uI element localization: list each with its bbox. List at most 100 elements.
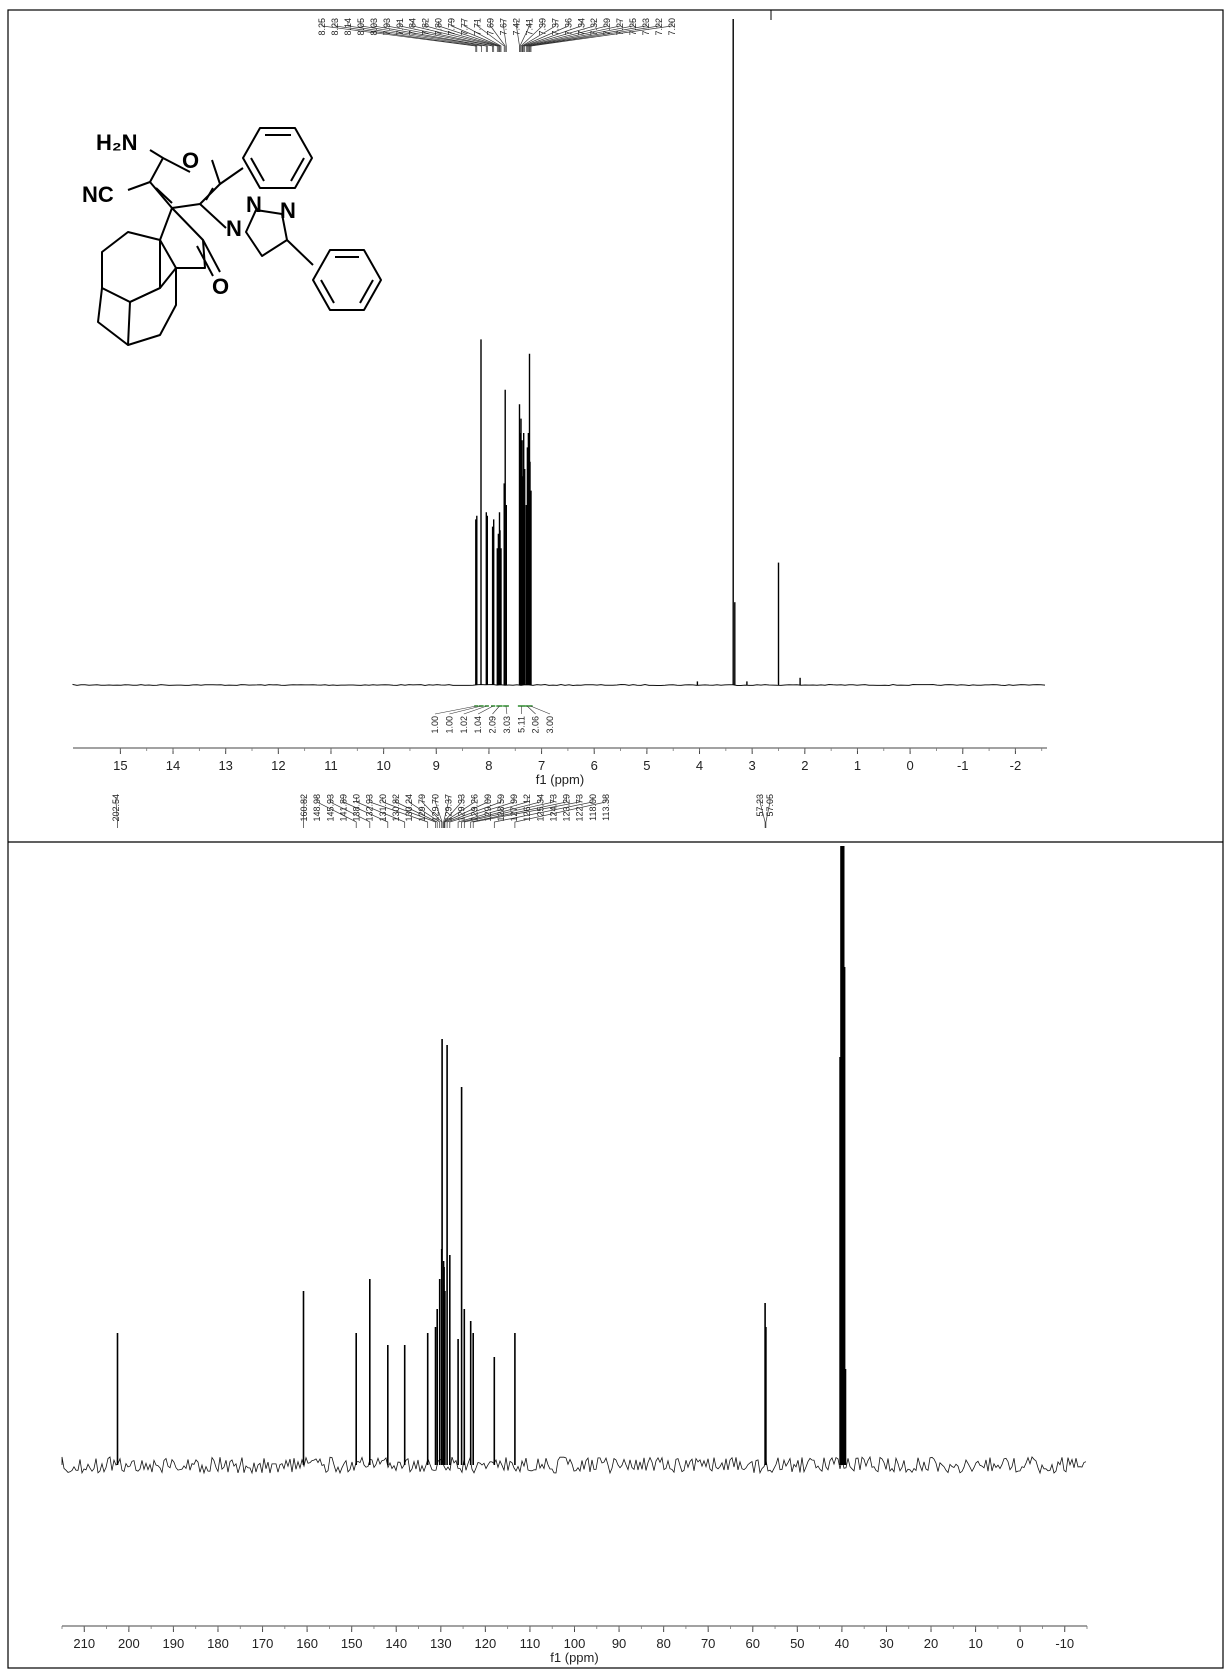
peak-label-26: 57.05 — [765, 794, 775, 817]
peak-label-11: 7.77 — [460, 18, 470, 36]
peak-label-18: 7.37 — [550, 18, 560, 36]
peak-label-leader-24 — [514, 797, 607, 828]
x-tick-label-13: 80 — [656, 1636, 670, 1651]
peak-label-leader-10 — [421, 797, 443, 828]
spectrum-baseline — [72, 683, 1046, 687]
phenyl-bottom-db2 — [359, 279, 374, 304]
peak-label-2: 8.14 — [343, 18, 353, 36]
x-tick-label-2: 190 — [163, 1636, 185, 1651]
pyran-double-bond-2 — [205, 187, 214, 201]
peak-label-5: 138.10 — [352, 794, 362, 822]
integral-label-2: 1.02 — [459, 716, 469, 734]
integral-label-6: 5.11 — [516, 716, 526, 733]
peak-label-leader-16 — [446, 797, 502, 828]
x-tick-label-22: -10 — [1055, 1636, 1074, 1651]
x-axis-title: f1 (ppm) — [550, 1650, 598, 1665]
phenyl-top-db3 — [250, 157, 265, 182]
peak-label-25: 57.23 — [755, 794, 765, 817]
x-tick-label-14: 1 — [854, 758, 861, 773]
peak-label-leader-14 — [503, 21, 507, 52]
phenyl-ring-bottom — [312, 249, 382, 311]
peak-label-12: 129.37 — [443, 794, 453, 822]
x-tick-label-17: -2 — [1010, 758, 1022, 773]
peak-label-3: 145.93 — [325, 794, 335, 822]
atom-label-triazole-n1: N — [226, 216, 242, 241]
integral-leader-5 — [505, 705, 508, 715]
peak-label-21: 7.32 — [589, 18, 599, 36]
peak-label-leader-4 — [343, 797, 389, 828]
peak-label-leader-2 — [347, 21, 482, 52]
x-tick-label-15: 60 — [746, 1636, 760, 1651]
molecule-atom-labels: H₂N O NC N N N O — [82, 130, 296, 299]
peak-label-leader-12 — [477, 21, 505, 52]
peak-label-2: 148.98 — [312, 794, 322, 822]
amino-bond — [149, 149, 164, 159]
peak-label-25: 7.23 — [641, 18, 651, 36]
peak-label-leader-10 — [451, 21, 501, 52]
peak-label-leader-23 — [493, 797, 594, 828]
peak-label-leader-5 — [386, 21, 493, 52]
peak-label-20: 7.34 — [576, 18, 586, 36]
triazole-link — [199, 203, 227, 229]
x-tick-label-6: 150 — [341, 1636, 363, 1651]
x-tick-label-5: 10 — [376, 758, 390, 773]
x-tick-label-6: 9 — [433, 758, 440, 773]
peak-label-leader-15 — [444, 797, 489, 828]
peak-label-6: 7.91 — [395, 18, 405, 36]
peak-label-leader-18 — [457, 797, 528, 828]
peak-label-1: 8.23 — [330, 18, 340, 36]
phenyl-top-db2 — [290, 157, 305, 182]
integral-label-0: 1.00 — [430, 716, 440, 734]
peak-label-leader-8 — [395, 797, 438, 828]
integral-leader-1 — [449, 705, 482, 715]
integral-leader-2 — [463, 705, 487, 715]
peak-label-9: 130.24 — [404, 794, 414, 822]
peak-label-leader-3 — [329, 797, 371, 828]
x-tick-label-7: 8 — [485, 758, 492, 773]
integral-leader-0 — [434, 705, 477, 715]
carbonyl-bond-2 — [196, 245, 214, 277]
integral-leader-6 — [521, 705, 523, 715]
x-tick-label-8: 7 — [538, 758, 545, 773]
peak-label-leader-22 — [472, 797, 581, 828]
peak-label-leader-20 — [523, 21, 582, 52]
x-tick-label-0: 210 — [73, 1636, 95, 1651]
peak-label-7: 131.20 — [378, 794, 388, 822]
peak-label-leader-6 — [399, 21, 495, 52]
peak-label-leader-11 — [434, 797, 443, 828]
peak-label-leader-18 — [521, 21, 556, 52]
peak-label-27: 7.20 — [667, 18, 677, 36]
peak-label-3: 8.05 — [356, 18, 366, 36]
integral-label-5: 3.03 — [502, 716, 512, 734]
peak-label-leader-7 — [412, 21, 498, 52]
x-tick-label-1: 200 — [118, 1636, 140, 1651]
peak-label-leader-0 — [115, 797, 118, 828]
x-tick-label-5: 160 — [296, 1636, 318, 1651]
peak-label-leader-19 — [461, 797, 541, 828]
peak-label-leader-25 — [529, 21, 647, 52]
integral-leader-4 — [492, 705, 500, 715]
x-tick-label-0: 15 — [113, 758, 127, 773]
peak-label-leader-14 — [443, 797, 476, 828]
x-tick-label-20: 10 — [968, 1636, 982, 1651]
x-tick-label-4: 170 — [252, 1636, 274, 1651]
integral-label-4: 2.09 — [488, 716, 498, 734]
x-tick-label-9: 6 — [591, 758, 598, 773]
x-tick-label-12: 90 — [612, 1636, 626, 1651]
x-tick-label-1: 14 — [166, 758, 180, 773]
peak-label-0: 8.25 — [317, 18, 327, 36]
peak-label-0: 202.54 — [111, 794, 121, 822]
peak-label-6: 132.93 — [365, 794, 375, 822]
peak-label-leader-2 — [316, 797, 357, 828]
peak-label-leader-11 — [464, 21, 502, 52]
peak-label-leader-7 — [382, 797, 436, 828]
atom-label-pyran-oxygen: O — [182, 148, 199, 173]
peak-label-leader-23 — [527, 21, 621, 52]
peak-label-leader-9 — [438, 21, 500, 52]
peak-label-leader-25 — [759, 797, 766, 828]
x-tick-label-4: 11 — [324, 758, 338, 773]
x-tick-label-9: 120 — [475, 1636, 497, 1651]
peak-label-leader-27 — [530, 21, 673, 52]
integral-leader-3 — [477, 705, 494, 715]
